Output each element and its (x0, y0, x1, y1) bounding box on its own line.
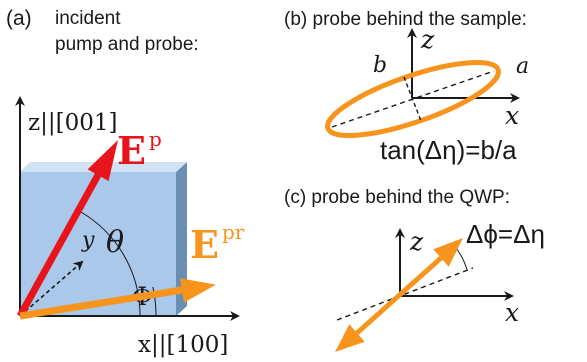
probe-arrow-head (180, 278, 216, 303)
linear-polarization-head-up (433, 238, 463, 267)
sample-side-face (176, 162, 187, 316)
y-axis-label: y (81, 228, 95, 253)
panel-c: (c) probe behind the QWP: z x Δϕ=Δη (284, 187, 545, 352)
panel-a: (a) incident pump and probe: z||[001] x|… (6, 7, 245, 358)
pump-arrow-head (87, 140, 118, 181)
minor-axis-label: b (373, 53, 387, 78)
phi-arc (152, 286, 157, 317)
pump-letter: E (117, 128, 146, 173)
theta-arc (79, 211, 141, 317)
ellipse-minor-axis (403, 76, 422, 122)
panel-b-x-label: x (505, 101, 519, 130)
panel-a-caption-line1: incident (55, 8, 121, 29)
panel-c-x-label: x (505, 298, 519, 327)
z-axis-label: z||[001] (28, 110, 117, 136)
panel-c-z-label: z (409, 227, 424, 256)
theta-label: θ (106, 225, 124, 260)
panel-c-equation: Δϕ=Δη (466, 219, 545, 249)
linear-polarization-head-down (335, 324, 365, 352)
panel-a-tag: (a) (6, 7, 32, 30)
panel-b: (b) probe behind the sample: z x b a tan… (284, 9, 529, 165)
probe-arrow-shaft (19, 286, 183, 320)
panel-b-equation: tan(Δη)=b/a (380, 135, 517, 165)
delta-phi-arc (455, 247, 468, 271)
panel-b-caption: (b) probe behind the sample: (284, 9, 527, 30)
polarization-ellipse (325, 60, 501, 138)
pump-arrow-shaft (16, 173, 102, 318)
probe-letter: E (190, 222, 219, 267)
pump-superscript: p (149, 127, 162, 151)
x-axis-label: x||[100] (138, 332, 228, 358)
panel-a-caption-line2: pump and probe: (55, 34, 199, 55)
linear-polarization-shaft (355, 256, 443, 335)
panel-b-z-label: z (420, 25, 435, 54)
reference-line (336, 267, 474, 321)
major-axis-label: a (516, 54, 529, 79)
panel-c-caption: (c) probe behind the QWP: (284, 187, 510, 208)
probe-superscript: pr (222, 220, 245, 244)
